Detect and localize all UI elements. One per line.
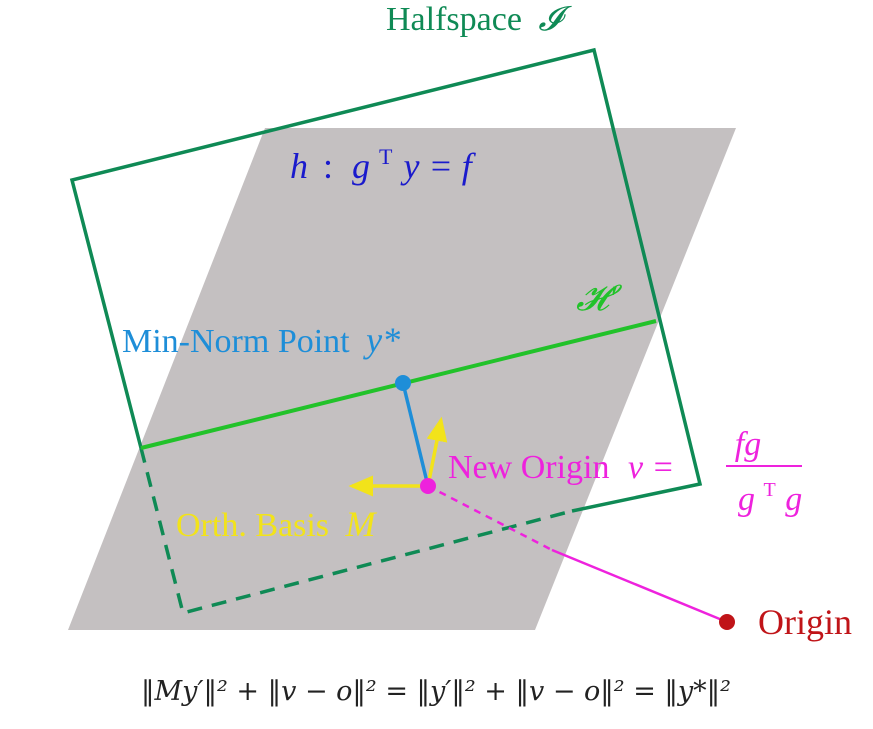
min-norm-point-dot-icon [395,375,411,391]
fraction-numerator: fg [735,426,761,463]
fraction-denominator: g T g [738,467,802,518]
origin-solid-segment [551,548,728,624]
origin-dot-icon [719,614,735,630]
halfspace-dashed-outline [139,447,573,616]
halfspace-outline [69,47,703,513]
halfspace-label: Halfspace 𝓘 [386,1,572,38]
origin-label: Origin [758,602,852,642]
origin-dashed-segment [427,484,553,552]
new-origin-label: New Origin v = [448,449,675,486]
new-origin-dot-icon [420,478,436,494]
basis-label: Orth. Basis M [176,504,378,544]
basis-arrow-up-icon [426,416,448,487]
plane-equation: h : g T y = f [290,132,477,186]
hyperplane-label: 𝓗′ [576,278,623,318]
min-norm-point-label: Min-Norm Point y* [122,320,400,360]
min-norm-segment [401,382,430,487]
norm-identity-formula: ‖My′‖² + ‖v − o‖² = ‖y′‖² + ‖v − o‖² = ‖… [141,676,731,707]
